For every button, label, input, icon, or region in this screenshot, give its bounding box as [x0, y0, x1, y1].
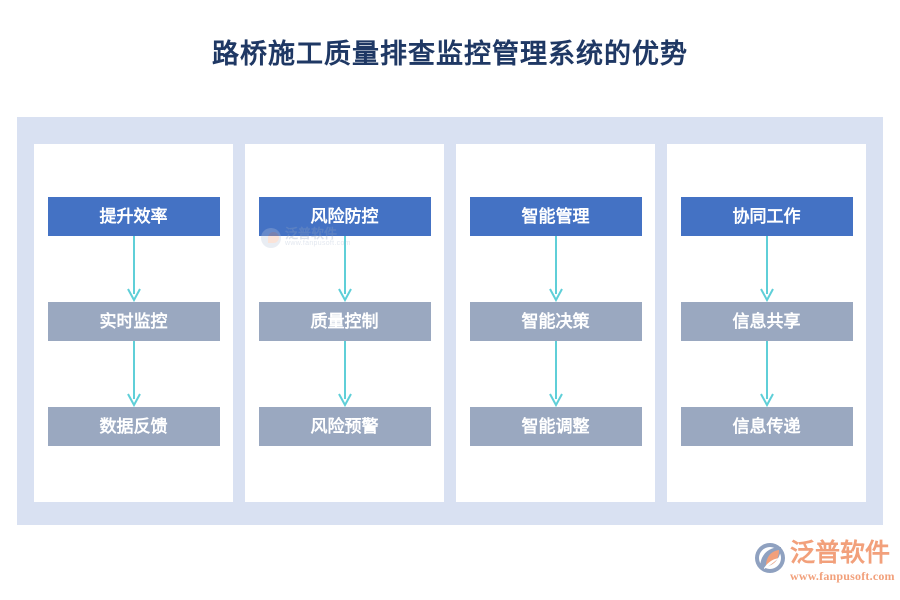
column-1-arrow-1: [125, 236, 143, 303]
advantage-column-1: 提升效率 实时监控 数据反馈: [34, 144, 233, 502]
advantages-panel: 提升效率 实时监控 数据反馈 风险防控 泛普软件 www.fanpusoft.c…: [17, 117, 883, 525]
column-3-arrow-2: [547, 341, 565, 408]
brand-url: www.fanpusoft.com: [790, 569, 895, 583]
column-1-step-2-box[interactable]: 数据反馈: [47, 407, 220, 446]
column-2-step-2-box[interactable]: 风险预警: [258, 407, 431, 446]
column-3-step-1-box[interactable]: 智能决策: [469, 302, 642, 341]
column-2-arrow-1: [336, 236, 354, 303]
column-2-step-1-box[interactable]: 质量控制: [258, 302, 431, 341]
column-4-arrow-2: [758, 341, 776, 408]
column-4-arrow-1: [758, 236, 776, 303]
column-2-head-box[interactable]: 风险防控: [258, 197, 431, 236]
page-title: 路桥施工质量排查监控管理系统的优势: [212, 39, 688, 69]
brand-name: 泛普软件: [790, 539, 891, 567]
column-3-arrow-1: [547, 236, 565, 303]
column-2-arrow-2: [336, 341, 354, 408]
advantage-column-2: 风险防控 泛普软件 www.fanpusoft.com 质量控制 风险预警: [245, 144, 444, 502]
advantage-column-3: 智能管理 智能决策 智能调整: [456, 144, 655, 502]
column-1-arrow-2: [125, 341, 143, 408]
column-4-step-1-box[interactable]: 信息共享: [680, 302, 853, 341]
column-3-head-box[interactable]: 智能管理: [469, 197, 642, 236]
column-1-step-1-box[interactable]: 实时监控: [47, 302, 220, 341]
column-4-step-2-box[interactable]: 信息传递: [680, 407, 853, 446]
fanpusoft-logo-icon: [754, 542, 786, 574]
column-1-head-box[interactable]: 提升效率: [47, 197, 220, 236]
brand-logo: 泛普软件 www.fanpusoft.com: [752, 536, 895, 588]
advantage-column-4: 协同工作 信息共享 信息传递: [667, 144, 866, 502]
column-3-step-2-box[interactable]: 智能调整: [469, 407, 642, 446]
column-4-head-box[interactable]: 协同工作: [680, 197, 853, 236]
